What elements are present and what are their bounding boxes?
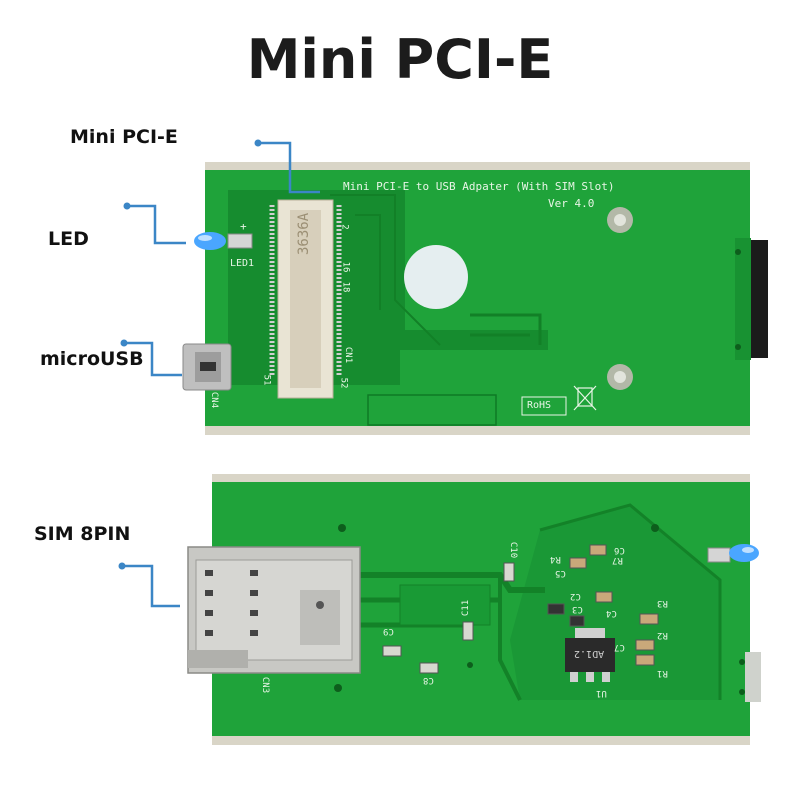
cn4-label: CN4 (209, 391, 220, 409)
cap-c11 (462, 621, 474, 641)
callout-lines (122, 141, 320, 608)
callout-mini-pcie: Mini PCI-E (70, 126, 178, 148)
pin-18-label: 18 (340, 281, 351, 293)
board-name-label: Mini PCI-E to USB Adpater (With SIM Slot… (343, 180, 615, 193)
c2-label: C2 (570, 591, 581, 601)
c10-label: C10 (508, 541, 519, 559)
cn3-label: CN3 (260, 676, 271, 694)
board-version-label: Ver 4.0 (548, 197, 595, 210)
callout-sim: SIM 8PIN (34, 523, 131, 545)
weee-icon (577, 387, 593, 407)
led1-label: LED1 (230, 258, 255, 269)
c11-label: C11 (461, 599, 472, 617)
c3-label: C3 (572, 604, 583, 614)
regulator-code: AD1.2 (574, 648, 605, 659)
cap-c8 (419, 662, 439, 674)
pin-2-label: 2 (339, 224, 350, 230)
bottom-led-icon (729, 544, 759, 562)
c9-label: C9 (383, 626, 394, 636)
c4-label: C4 (606, 608, 617, 618)
side-slot (748, 240, 768, 358)
cn1-label: CN1 (343, 346, 354, 364)
plus-label: + (240, 220, 247, 233)
r4-label: R4 (550, 554, 561, 564)
sim-pins (205, 570, 258, 636)
rohs-mark (521, 396, 567, 416)
r2-label: R2 (657, 630, 668, 640)
r1-label: R1 (657, 668, 668, 678)
c6-label: C6 (614, 545, 625, 555)
bottom-led-pad (707, 547, 731, 563)
led-pad (227, 233, 253, 249)
pin-16-label: 16 (340, 261, 351, 273)
connector-code: 3636A (296, 212, 312, 255)
cap-c10 (503, 562, 515, 582)
c8-label: C8 (423, 675, 434, 685)
rohs-label: RoHS (527, 400, 552, 411)
callout-led: LED (48, 228, 89, 250)
pin-52-label: 52 (338, 377, 349, 389)
mounting-sticker (404, 245, 468, 309)
r7-label: R7 (612, 555, 623, 565)
cap-c9 (382, 645, 402, 657)
c5-label: C5 (555, 568, 566, 578)
page-title: Mini PCI-E (246, 28, 554, 91)
led-icon (194, 232, 226, 250)
r3-label: R3 (657, 598, 668, 608)
c7-label: C7 (614, 642, 625, 652)
voltage-regulator (565, 638, 615, 672)
callout-microusb: microUSB (40, 348, 144, 370)
pin-51-label: 51 (261, 374, 272, 386)
top-board (182, 162, 768, 435)
bottom-board (187, 474, 761, 745)
u1-label: U1 (596, 688, 607, 698)
